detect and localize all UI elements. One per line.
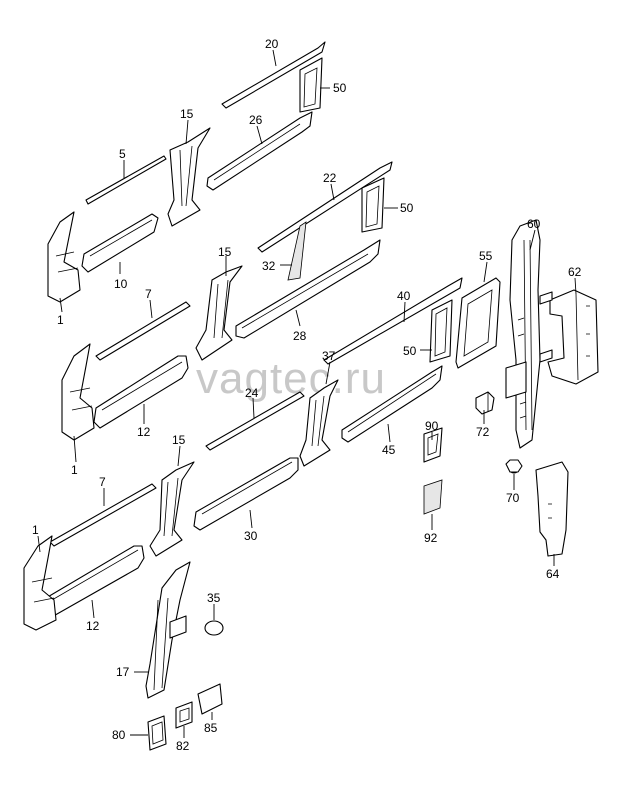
label-50: 50 — [400, 201, 414, 215]
label-12: 12 — [86, 619, 100, 633]
label-26: 26 — [249, 113, 263, 127]
label-22: 22 — [323, 171, 337, 185]
part-26-side-trim-panel — [206, 111, 313, 191]
watermark: vagtec.ru — [196, 354, 386, 403]
label-17: 17 — [116, 665, 130, 679]
label-24: 24 — [245, 386, 259, 400]
label-1: 1 — [57, 313, 64, 327]
label-80: 80 — [112, 728, 126, 742]
part-62-bracket — [547, 289, 599, 385]
part-90-cover-plate — [423, 427, 443, 463]
part-10-small-panel — [81, 213, 159, 273]
part-40-roof-trim-strip — [323, 277, 463, 365]
label-7: 7 — [99, 475, 106, 489]
part-82-cover-block — [175, 701, 193, 729]
label-55: 55 — [479, 249, 493, 263]
label-1: 1 — [71, 463, 78, 477]
part-12-lower-panel-a — [93, 355, 189, 429]
label-28: 28 — [293, 329, 307, 343]
label-60: 60 — [527, 217, 541, 231]
part-22-roof-trim-strip — [257, 161, 393, 253]
part-12-lower-panel-b — [43, 545, 145, 619]
label-70: 70 — [506, 491, 520, 505]
part-50-window-trim-mid — [361, 177, 385, 233]
part-35-round-cap — [204, 620, 224, 636]
label-64: 64 — [546, 567, 560, 581]
label-15: 15 — [180, 107, 194, 121]
part-50-window-trim-lower — [429, 299, 453, 363]
label-35: 35 — [207, 591, 221, 605]
label-12: 12 — [137, 425, 151, 439]
part-7-trim-strip-a — [95, 301, 191, 361]
part-80-cover-block — [147, 715, 167, 751]
leader-lines — [37, 49, 577, 738]
part-32-narrow-trim — [287, 221, 307, 281]
part-85-access-panel — [197, 683, 223, 715]
label-92: 92 — [424, 531, 438, 545]
part-50-window-trim-upper — [299, 57, 323, 113]
label-82: 82 — [176, 739, 190, 753]
label-15: 15 — [218, 245, 232, 259]
part-7-trim-strip-b — [49, 483, 157, 547]
part-37-pillar-trim — [299, 379, 339, 467]
label-7: 7 — [145, 287, 152, 301]
label-32: 32 — [262, 259, 276, 273]
label-40: 40 — [397, 289, 411, 303]
part-64-lower-pillar-trim — [535, 461, 569, 557]
label-10: 10 — [114, 277, 128, 291]
part-30-side-trim-panel — [193, 457, 299, 531]
part-15-pillar-trim-c — [149, 461, 195, 557]
part-92-grille-plate — [423, 479, 443, 515]
label-72: 72 — [476, 425, 490, 439]
part-1-corner-trim-c — [23, 535, 57, 631]
label-62: 62 — [568, 265, 582, 279]
part-45-side-trim-panel — [341, 365, 443, 443]
part-5-trim-strip — [85, 155, 167, 205]
label-30: 30 — [244, 529, 258, 543]
label-20: 20 — [265, 37, 279, 51]
label-50: 50 — [403, 344, 417, 358]
part-1-corner-trim-a — [47, 211, 81, 303]
label-15: 15 — [172, 433, 186, 447]
part-55-window-frame — [455, 277, 501, 369]
part-24-trim-strip — [205, 391, 305, 451]
label-45: 45 — [382, 443, 396, 457]
label-85: 85 — [204, 721, 218, 735]
part-15-pillar-trim-b — [195, 265, 243, 361]
label-90: 90 — [425, 419, 439, 433]
label-50: 50 — [333, 81, 347, 95]
part-72-clip — [475, 391, 495, 415]
label-1: 1 — [32, 523, 39, 537]
part-1-corner-trim-b — [61, 343, 95, 441]
part-20-roof-trim-strip — [221, 41, 326, 109]
label-5: 5 — [119, 147, 126, 161]
part-number-labels: 20 50 15 26 5 22 50 15 32 10 1 7 28 40 5… — [32, 37, 582, 753]
label-37: 37 — [322, 349, 336, 363]
